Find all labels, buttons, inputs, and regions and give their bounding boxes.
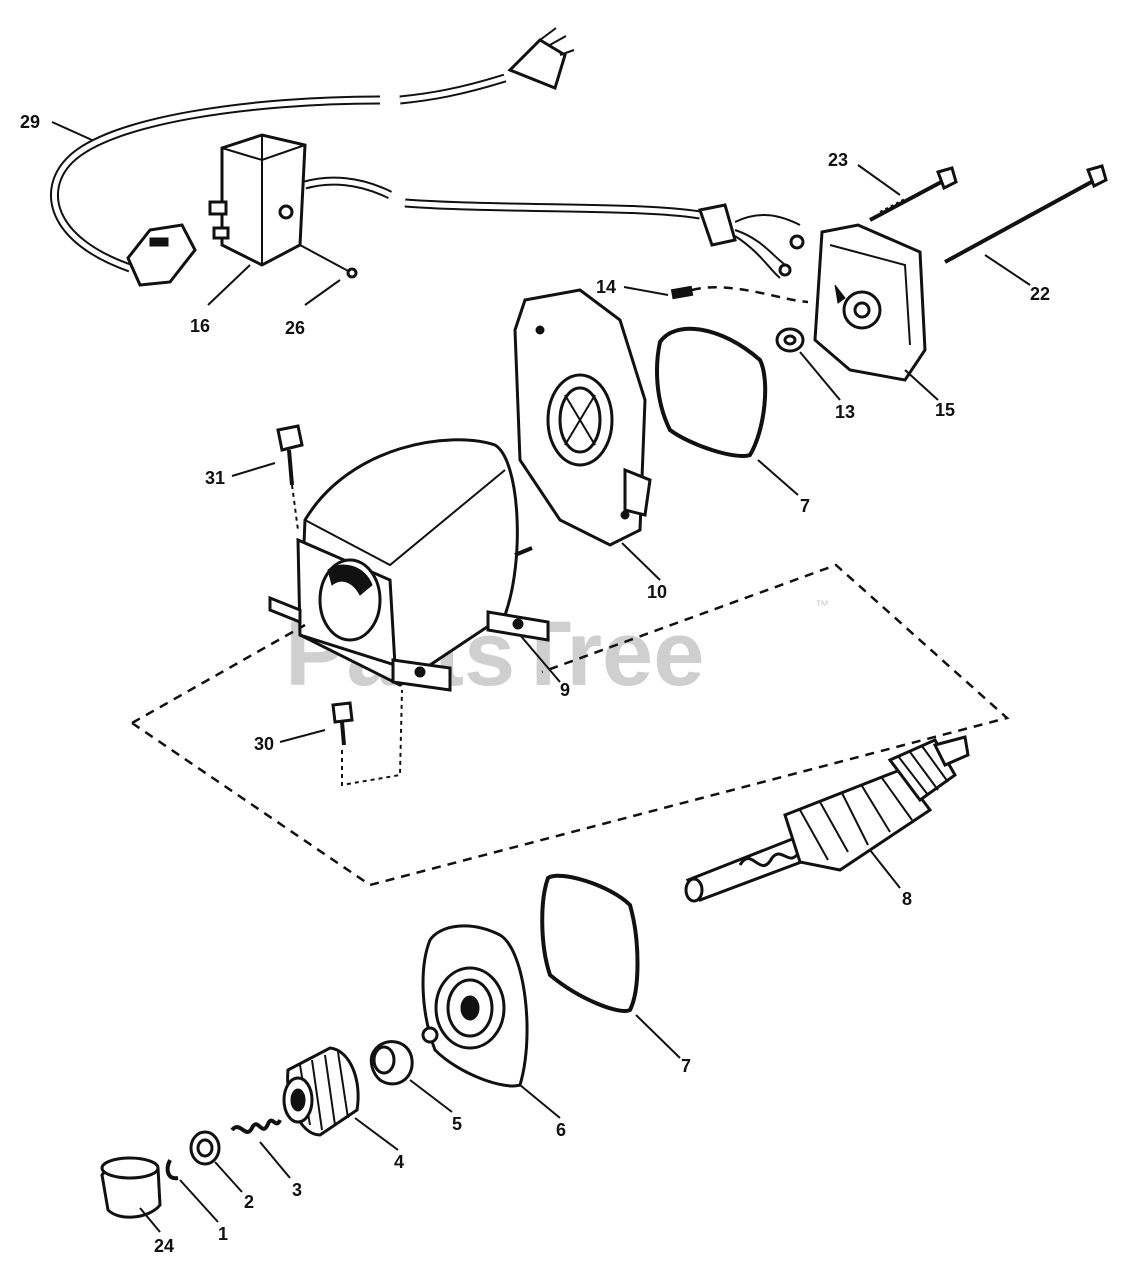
part-label-8: 8 <box>902 889 912 909</box>
part-label-16: 16 <box>190 316 210 336</box>
alignment-guide <box>131 563 1010 887</box>
watermark-trademark: ™ <box>815 597 829 613</box>
part-label-29: 29 <box>20 112 40 132</box>
part-label-15: 15 <box>935 400 955 420</box>
part-label-13: 13 <box>835 402 855 422</box>
part-label-14: 14 <box>596 277 616 297</box>
gasket-lower <box>540 873 640 1013</box>
part-label-4: 4 <box>394 1152 404 1172</box>
leader-lines <box>51 121 1031 1233</box>
part-label-22: 22 <box>1030 284 1050 304</box>
part-label-9: 9 <box>560 680 570 700</box>
part-label-1: 1 <box>218 1224 228 1244</box>
part-label-5: 5 <box>452 1114 462 1134</box>
part-label-7-lower: 7 <box>681 1056 691 1076</box>
part-label-31: 31 <box>205 468 225 488</box>
part-label-6: 6 <box>556 1120 566 1140</box>
part-labels: 29 16 26 23 22 14 13 15 7 31 10 9 30 8 7… <box>20 112 1050 1256</box>
part-label-24: 24 <box>154 1236 174 1256</box>
part-label-7-upper: 7 <box>800 496 810 516</box>
part-label-23: 23 <box>828 150 848 170</box>
motor-housing <box>268 424 550 787</box>
drive-assembly <box>100 1040 414 1219</box>
part-label-30: 30 <box>254 734 274 754</box>
part-label-26: 26 <box>285 318 305 338</box>
part-label-3: 3 <box>292 1180 302 1200</box>
rear-end-cap-assembly <box>670 164 1108 382</box>
brush-plate <box>513 288 652 547</box>
armature <box>684 735 970 903</box>
front-end-cap <box>421 924 529 1088</box>
part-label-2: 2 <box>244 1192 254 1212</box>
power-cord-assembly <box>50 27 805 287</box>
gasket-upper <box>655 326 768 458</box>
part-label-10: 10 <box>647 582 667 602</box>
